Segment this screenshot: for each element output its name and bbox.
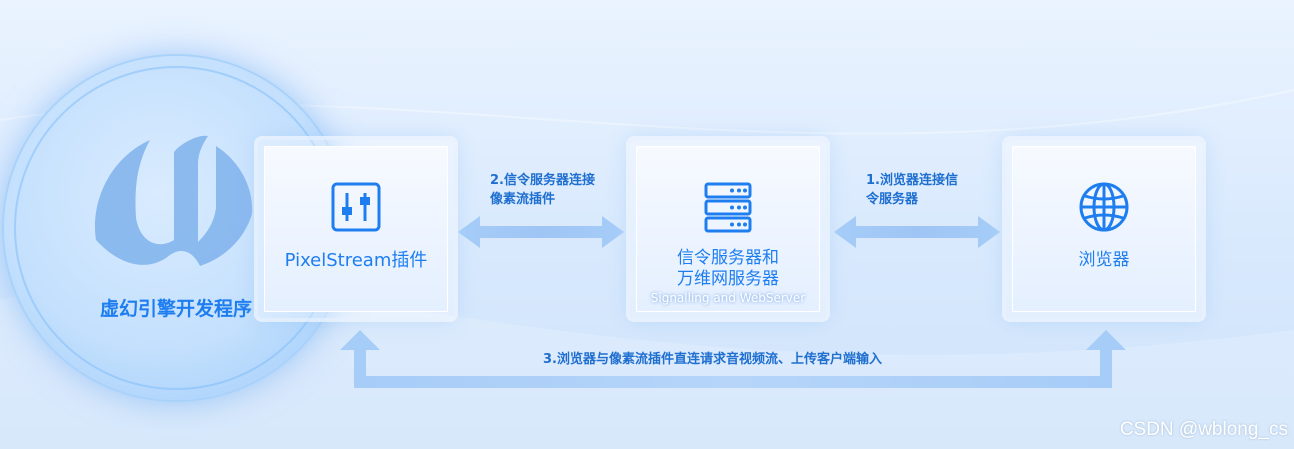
edge-label-server-plugin-line1: 2.信令服务器连接 (490, 173, 595, 188)
pixelstream-plugin-node: PixelStream插件 (258, 140, 454, 318)
sliders-icon (331, 182, 381, 232)
browser-node: 浏览器 (1006, 140, 1202, 318)
plugin-title: PixelStream插件 (284, 250, 428, 271)
server-browser-double-arrow (834, 216, 1000, 248)
server-title-line2: 万维网服务器 (677, 269, 779, 289)
globe-icon (1079, 182, 1129, 232)
unreal-engine-logo-icon (94, 135, 253, 266)
browser-node-inner: 浏览器 (1012, 146, 1196, 312)
browser-title: 浏览器 (1078, 250, 1130, 270)
edge-label-browser-plugin: 3.浏览器与像素流插件直连请求音视频流、上传客户端输入 (543, 352, 882, 367)
plugin-node-inner: PixelStream插件 (264, 146, 448, 312)
csdn-watermark: CSDN @wblong_cs (1119, 419, 1288, 440)
edge-label-browser-server-line2: 令服务器 (866, 192, 919, 207)
server-subtitle: Signalling and WebServer (650, 291, 806, 305)
server-stack-icon (704, 182, 752, 233)
server-title-line1: 信令服务器和 (677, 248, 779, 268)
edge-label-server-plugin-line2: 像素流插件 (490, 192, 556, 207)
browser-plugin-connector-arrow (340, 330, 1126, 388)
signalling-server-node: 信令服务器和 万维网服务器 Signalling and WebServer (630, 140, 826, 318)
server-node-inner: 信令服务器和 万维网服务器 Signalling and WebServer (636, 146, 820, 312)
plugin-server-double-arrow (458, 216, 624, 248)
engine-label: 虚幻引擎开发程序 (99, 298, 252, 320)
edge-label-browser-server-line1: 1.浏览器连接信 (866, 173, 958, 188)
